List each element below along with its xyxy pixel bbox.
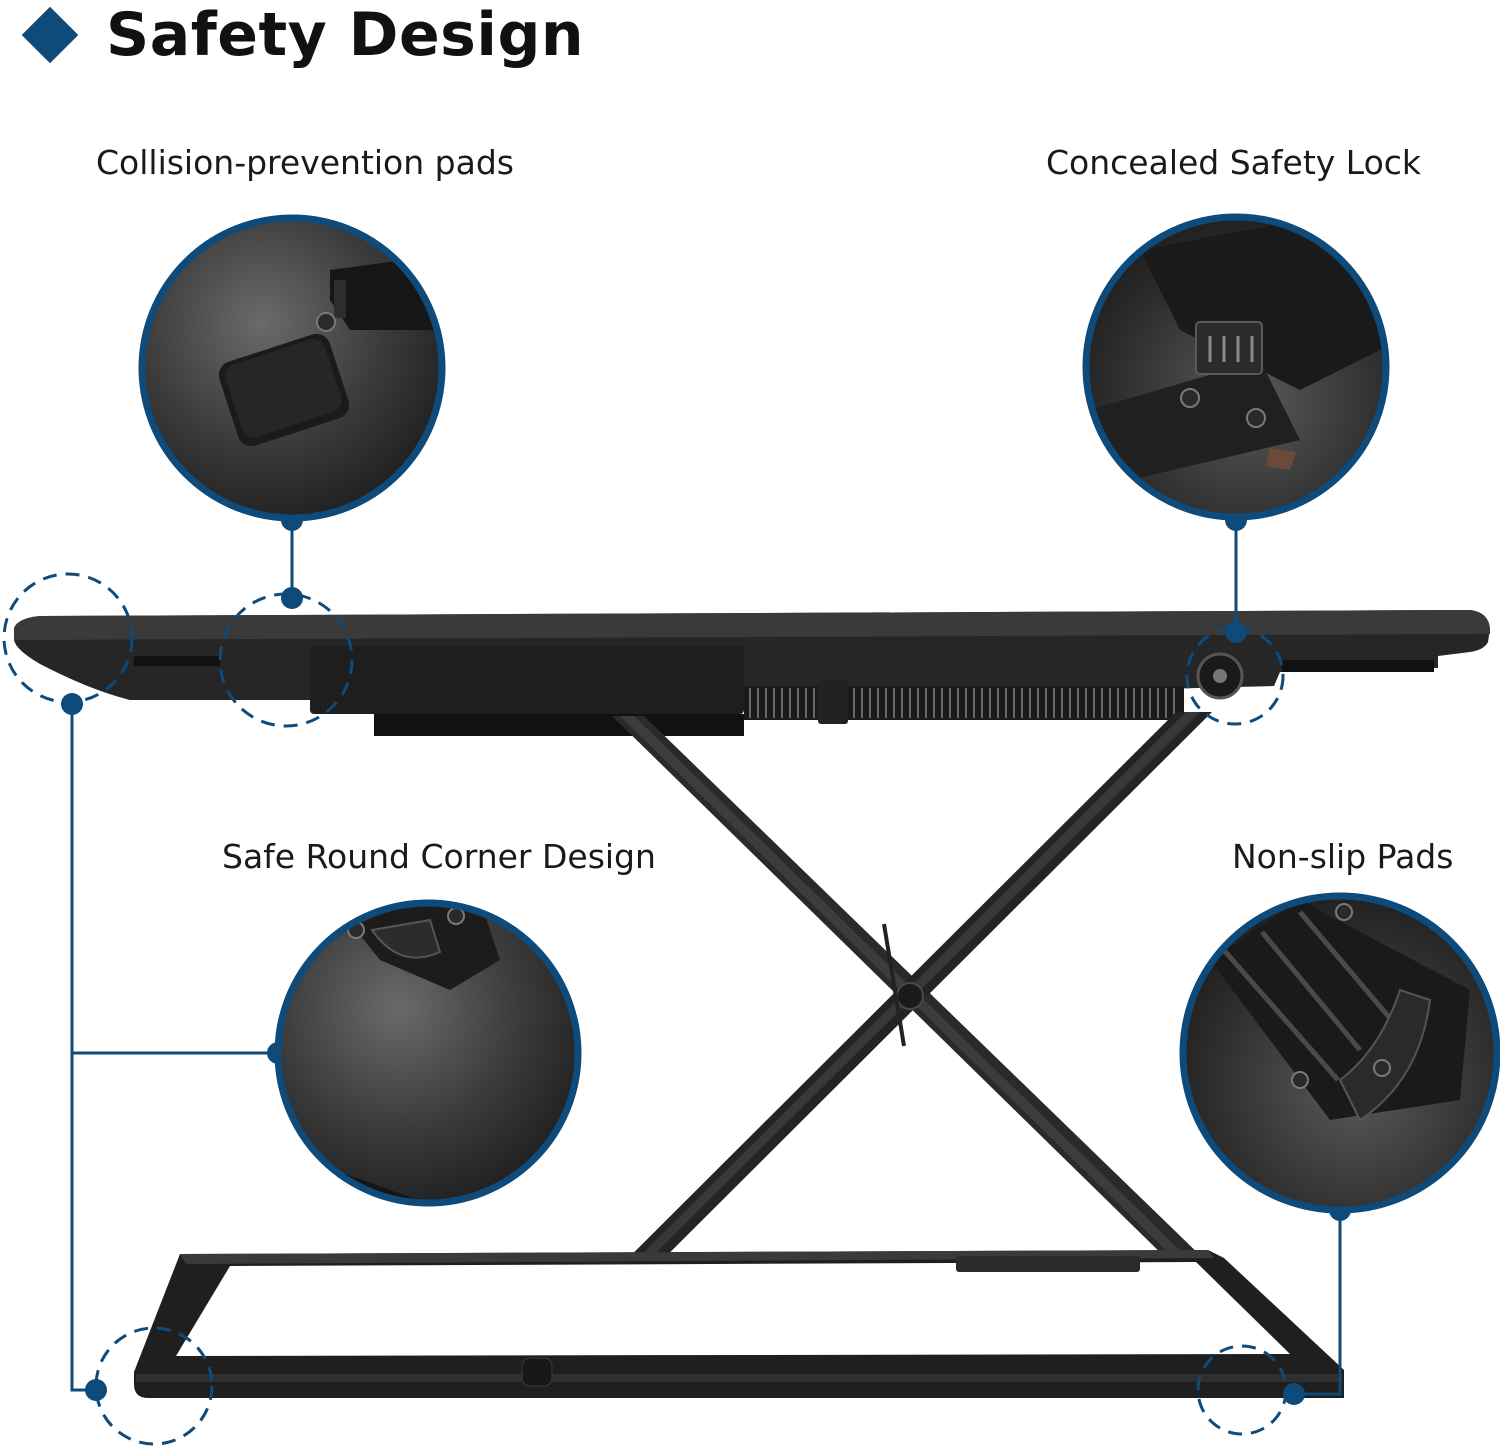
page-title: Safety Design [106, 0, 585, 70]
page-header: Safety Design [21, 0, 585, 70]
detail-concealed-safety-lock [1082, 213, 1390, 521]
label-concealed-safety-lock: Concealed Safety Lock [1046, 143, 1422, 182]
scissor-legs [530, 712, 1306, 1358]
detail-non-slip-pads [1179, 892, 1500, 1214]
lock-hinge [1196, 652, 1244, 700]
desk-top [14, 610, 1490, 736]
base-frame [134, 1250, 1344, 1398]
label-safe-round-corner-design: Safe Round Corner Design [222, 837, 656, 876]
gas-spring [744, 680, 1184, 724]
label-collision-prevention-pads: Collision-prevention pads [96, 143, 514, 182]
label-non-slip-pads: Non-slip Pads [1232, 837, 1454, 876]
detail-safe-round-corner-design [274, 899, 582, 1207]
highlight-rings [2, 572, 1288, 1446]
detail-collision-prevention-pads [138, 214, 446, 522]
